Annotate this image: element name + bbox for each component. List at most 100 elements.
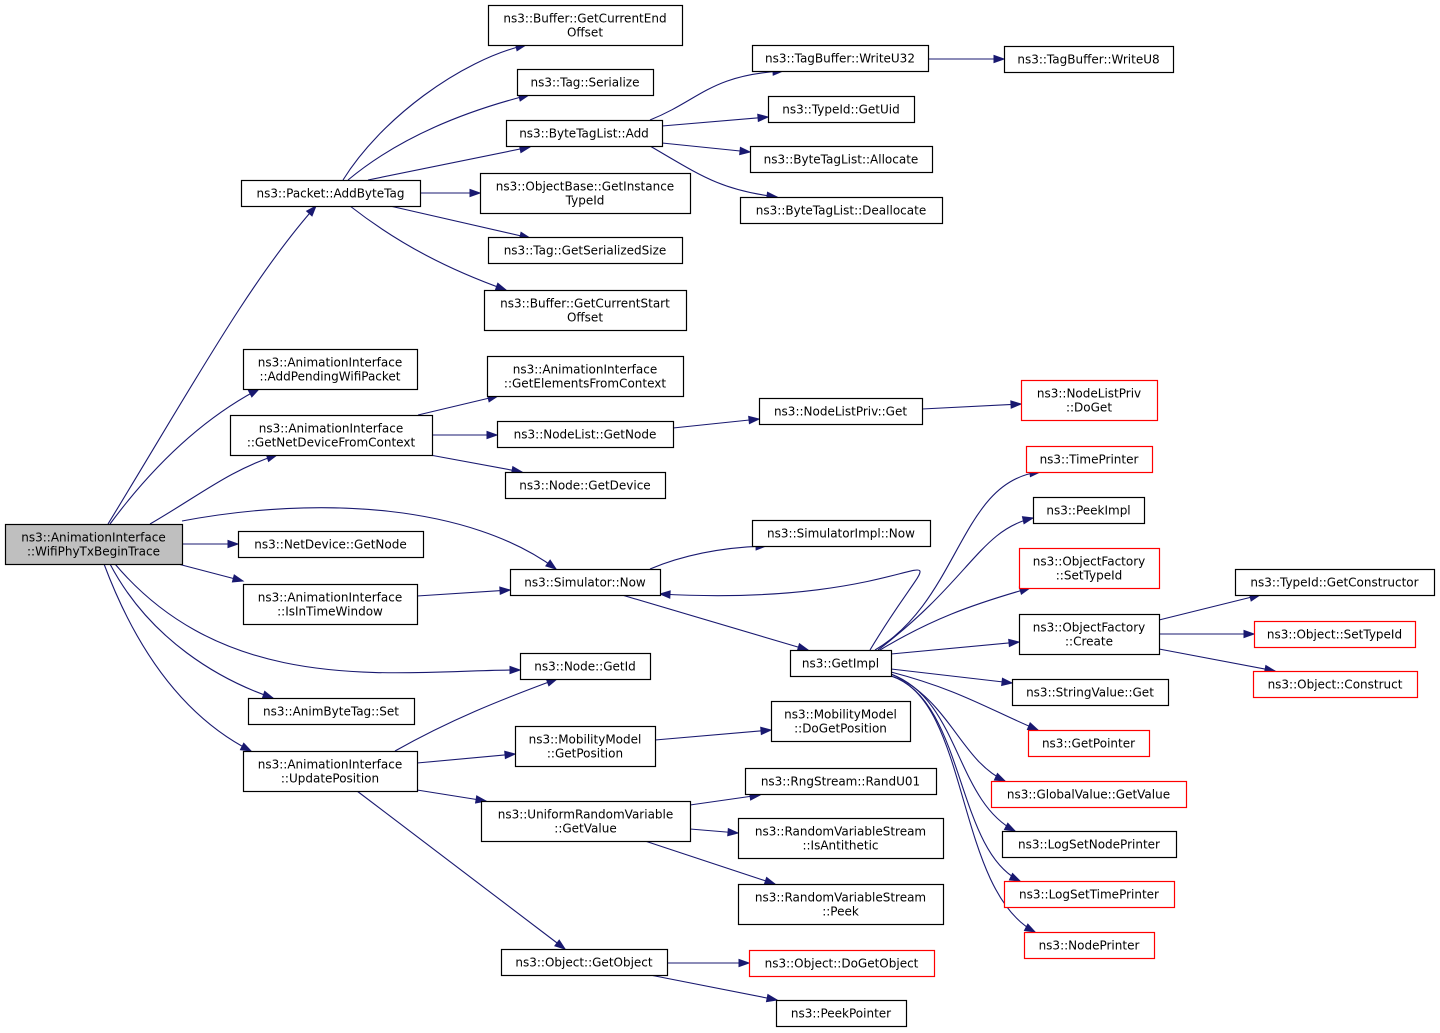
arrowhead xyxy=(748,415,761,425)
node-label: ns3::Object::GetObject xyxy=(515,956,653,970)
edge-root-to-anim-byte-tag-set xyxy=(109,563,274,699)
node-label: Offset xyxy=(567,311,603,325)
node-obj-get-object[interactable]: ns3::Object::GetObject xyxy=(500,948,669,977)
node-label: ns3::TimePrinter xyxy=(1040,453,1139,467)
arrowhead xyxy=(738,958,751,968)
node-urv-get-value[interactable]: ns3::UniformRandomVariable::GetValue xyxy=(480,800,692,843)
node-obj-set-type-id[interactable]: ns3::Object::SetTypeId xyxy=(1253,620,1417,649)
node-rng-rand-u01[interactable]: ns3::RngStream::RandU01 xyxy=(744,767,938,796)
node-label: ns3::NodeList::GetNode xyxy=(514,428,657,442)
node-label: ns3::NodeListPriv xyxy=(1037,387,1141,401)
node-box xyxy=(1011,678,1170,707)
edge-root-to-add-pending-wifi xyxy=(109,388,260,525)
node-sim-now[interactable]: ns3::Simulator::Now xyxy=(509,568,662,597)
arrowhead xyxy=(509,665,522,675)
node-peek-pointer[interactable]: ns3::PeekPointer xyxy=(775,999,908,1028)
node-label: ns3::UniformRandomVariable xyxy=(498,808,674,822)
node-box xyxy=(242,348,419,391)
edge-update-position-to-node-get-id xyxy=(394,678,558,752)
node-node-list-priv-do-get[interactable]: ns3::NodeListPriv::DoGet xyxy=(1020,379,1159,422)
node-get-net-dev-from-ctx[interactable]: ns3::AnimationInterface::GetNetDeviceFro… xyxy=(229,414,434,457)
node-label: Offset xyxy=(567,26,603,40)
node-sim-impl-now[interactable]: ns3::SimulatorImpl::Now xyxy=(751,519,932,548)
node-tag-serialize[interactable]: ns3::Tag::Serialize xyxy=(516,68,655,97)
node-tag-get-ser-size[interactable]: ns3::Tag::GetSerializedSize xyxy=(487,236,684,265)
node-box xyxy=(514,725,657,768)
node-type-id-get-uid[interactable]: ns3::TypeId::GetUid xyxy=(767,95,916,124)
node-box xyxy=(1234,568,1436,597)
node-label: ::AddPendingWifiPacket xyxy=(259,370,400,384)
node-is-in-time-window[interactable]: ns3::AnimationInterface::IsInTimeWindow xyxy=(242,583,419,626)
arrowhead xyxy=(247,388,261,398)
node-label: ns3::LogSetNodePrinter xyxy=(1018,838,1160,852)
edge-get-impl-to-sim-now xyxy=(659,569,921,651)
node-tag-buf-write-u8[interactable]: ns3::TagBuffer::WriteU8 xyxy=(1003,45,1175,74)
node-label: ns3::TypeId::GetUid xyxy=(782,103,900,117)
node-type-id-get-ctor[interactable]: ns3::TypeId::GetConstructor xyxy=(1234,568,1436,597)
edge-obj-get-object-to-peek-pointer xyxy=(649,974,778,1001)
node-box xyxy=(505,119,664,148)
node-get-pointer[interactable]: ns3::GetPointer xyxy=(1027,729,1151,758)
node-tag-buf-write-u32[interactable]: ns3::TagBuffer::WriteU32 xyxy=(751,44,930,73)
node-add-pending-wifi[interactable]: ns3::AnimationInterface::AddPendingWifiP… xyxy=(242,348,419,391)
node-box xyxy=(758,397,924,426)
node-obj-fact-set-type-id[interactable]: ns3::ObjectFactory::SetTypeId xyxy=(1018,547,1161,590)
edge-byte-tag-list-add-to-type-id-get-uid xyxy=(661,116,769,127)
node-obj-construct[interactable]: ns3::Object::Construct xyxy=(1252,670,1419,699)
node-label: ns3::NodeListPriv::Get xyxy=(774,405,907,419)
node-node-list-get-node[interactable]: ns3::NodeList::GetNode xyxy=(496,420,675,449)
node-log-set-time-printer[interactable]: ns3::LogSetTimePrinter xyxy=(1003,880,1176,909)
node-rvs-is-antithetic[interactable]: ns3::RandomVariableStream::IsAntithetic xyxy=(737,817,945,860)
arrowhead xyxy=(658,590,671,599)
node-label: ns3::Node::GetId xyxy=(534,660,636,674)
arrowhead xyxy=(739,146,752,156)
node-mob-do-get-pos[interactable]: ns3::MobilityModel::DoGetPosition xyxy=(770,700,912,743)
node-global-val-get-value[interactable]: ns3::GlobalValue::GetValue xyxy=(990,780,1188,809)
node-add-byte-tag[interactable]: ns3::Packet::AddByteTag xyxy=(240,179,422,208)
node-obj-fact-create[interactable]: ns3::ObjectFactory::Create xyxy=(1018,613,1161,656)
node-btl-deallocate[interactable]: ns3::ByteTagList::Deallocate xyxy=(739,196,944,225)
node-get-elem-from-ctx[interactable]: ns3::AnimationInterface::GetElementsFrom… xyxy=(486,355,685,398)
node-label: ns3::ObjectFactory xyxy=(1033,621,1146,635)
node-string-value-get[interactable]: ns3::StringValue::Get xyxy=(1011,678,1170,707)
node-mob-get-pos[interactable]: ns3::MobilityModel::GetPosition xyxy=(514,725,657,768)
node-label: ::SetTypeId xyxy=(1056,569,1123,583)
node-box xyxy=(509,568,662,597)
node-peek-impl[interactable]: ns3::PeekImpl xyxy=(1032,496,1146,525)
node-node-get-device[interactable]: ns3::Node::GetDevice xyxy=(504,471,667,500)
node-node-get-id[interactable]: ns3::Node::GetId xyxy=(519,652,652,681)
node-btl-allocate[interactable]: ns3::ByteTagList::Allocate xyxy=(749,145,934,174)
node-node-printer[interactable]: ns3::NodePrinter xyxy=(1023,931,1156,960)
node-anim-byte-tag-set[interactable]: ns3::AnimByteTag::Set xyxy=(247,697,416,726)
edge-get-impl-to-time-printer xyxy=(874,471,1041,651)
node-box xyxy=(1032,496,1146,525)
node-net-dev-get-node[interactable]: ns3::NetDevice::GetNode xyxy=(237,530,425,559)
node-label: ns3::RandomVariableStream xyxy=(755,825,926,839)
node-label: ns3::GetPointer xyxy=(1042,737,1135,751)
node-box xyxy=(1020,379,1159,422)
call-graph-edges xyxy=(103,43,1277,1003)
node-rvs-peek[interactable]: ns3::RandomVariableStream::Peek xyxy=(737,883,945,926)
node-label: ns3::AnimationInterface xyxy=(21,531,165,545)
arrowhead xyxy=(1021,516,1035,525)
node-byte-tag-list-add[interactable]: ns3::ByteTagList::Add xyxy=(505,119,664,148)
node-box xyxy=(1252,670,1419,699)
node-update-position[interactable]: ns3::AnimationInterface::UpdatePosition xyxy=(242,750,419,793)
node-label: ns3::ByteTagList::Deallocate xyxy=(756,204,926,218)
node-time-printer[interactable]: ns3::TimePrinter xyxy=(1025,445,1154,474)
node-obj-do-get-object[interactable]: ns3::Object::DoGetObject xyxy=(748,949,936,978)
node-label: ns3::StringValue::Get xyxy=(1026,686,1154,700)
node-get-impl[interactable]: ns3::GetImpl xyxy=(789,649,893,678)
node-log-set-node-printer[interactable]: ns3::LogSetNodePrinter xyxy=(1001,830,1178,859)
edge-update-position-to-urv-get-value xyxy=(416,789,487,802)
arrowhead xyxy=(239,742,253,752)
node-node-list-priv-get[interactable]: ns3::NodeListPriv::Get xyxy=(758,397,924,426)
edge-sim-now-to-get-impl xyxy=(621,594,809,651)
node-label: ns3::RandomVariableStream xyxy=(755,891,926,905)
node-root[interactable]: ns3::AnimationInterface::WifiPhyTxBeginT… xyxy=(4,523,184,566)
arrowhead xyxy=(504,750,517,760)
node-box xyxy=(990,780,1188,809)
